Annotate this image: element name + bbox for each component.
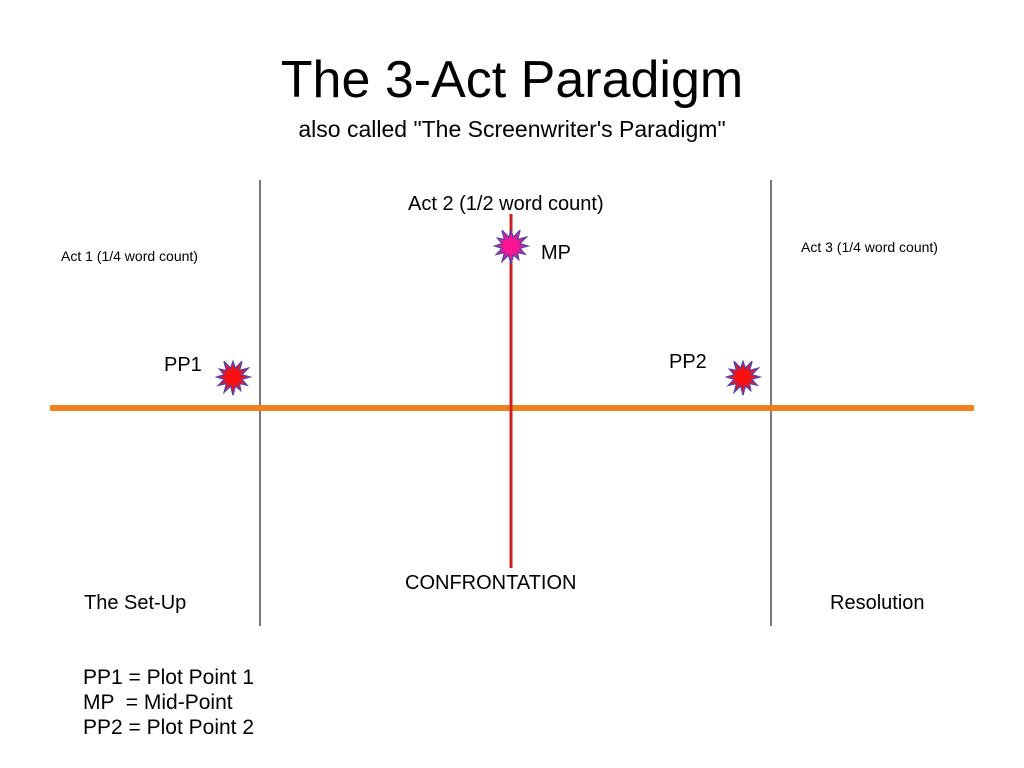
legend-item-pp2: PP2 = Plot Point 2 bbox=[83, 716, 255, 739]
act3-label: Act 3 (1/4 word count) bbox=[801, 239, 938, 255]
legend: PP1 = Plot Point 1 MP = Mid-Point PP2 = … bbox=[83, 665, 254, 740]
midpoint-burst-icon bbox=[492, 228, 531, 265]
pp1-label: PP1 bbox=[164, 354, 202, 376]
act2-label: Act 2 (1/2 word count) bbox=[408, 193, 604, 215]
page-subtitle: also called "The Screenwriter's Paradigm… bbox=[298, 116, 726, 142]
pp1-burst-icon bbox=[214, 359, 253, 396]
legend-item-pp1: PP1 = Plot Point 1 bbox=[83, 666, 255, 689]
confrontation-label: CONFRONTATION bbox=[405, 572, 577, 594]
page-title: The 3-Act Paradigm bbox=[280, 51, 744, 109]
pp2-label: PP2 bbox=[669, 351, 707, 373]
midpoint-label: MP bbox=[541, 242, 571, 264]
legend-item-mp: MP = Mid-Point bbox=[83, 691, 233, 714]
act1-label: Act 1 (1/4 word count) bbox=[61, 248, 198, 264]
resolution-label: Resolution bbox=[830, 592, 925, 614]
setup-label: The Set-Up bbox=[84, 592, 187, 614]
pp2-burst-icon bbox=[724, 359, 763, 396]
